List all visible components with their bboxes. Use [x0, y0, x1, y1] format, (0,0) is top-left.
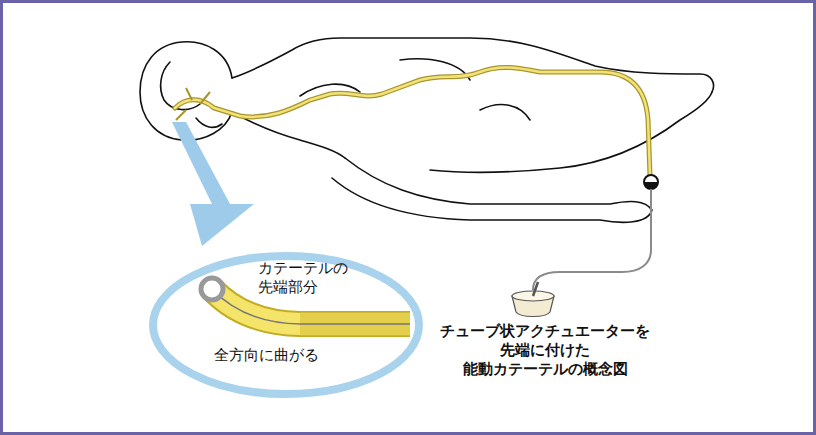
patient-body — [140, 38, 714, 222]
catheter-branch — [176, 88, 210, 120]
connector — [644, 175, 658, 189]
part-label: カテーテルの 先端部分 — [258, 259, 358, 297]
catheter-tip-end — [196, 273, 227, 304]
zoom-arrow — [172, 122, 254, 246]
connector-half — [644, 182, 658, 189]
control-cable — [533, 189, 651, 290]
catheter-line-core — [175, 67, 650, 176]
note-label: 全方向に曲がる — [214, 346, 344, 365]
caption: チューブ状アクチュエーターを 先端に付けた 能動カテーテルの概念図 — [420, 322, 670, 378]
catheter-line — [175, 67, 650, 176]
controller — [512, 282, 554, 317]
inset-ellipse: カテーテルの 先端部分全方向に曲がる — [148, 251, 424, 399]
inset-ellipse-shape — [153, 256, 419, 394]
